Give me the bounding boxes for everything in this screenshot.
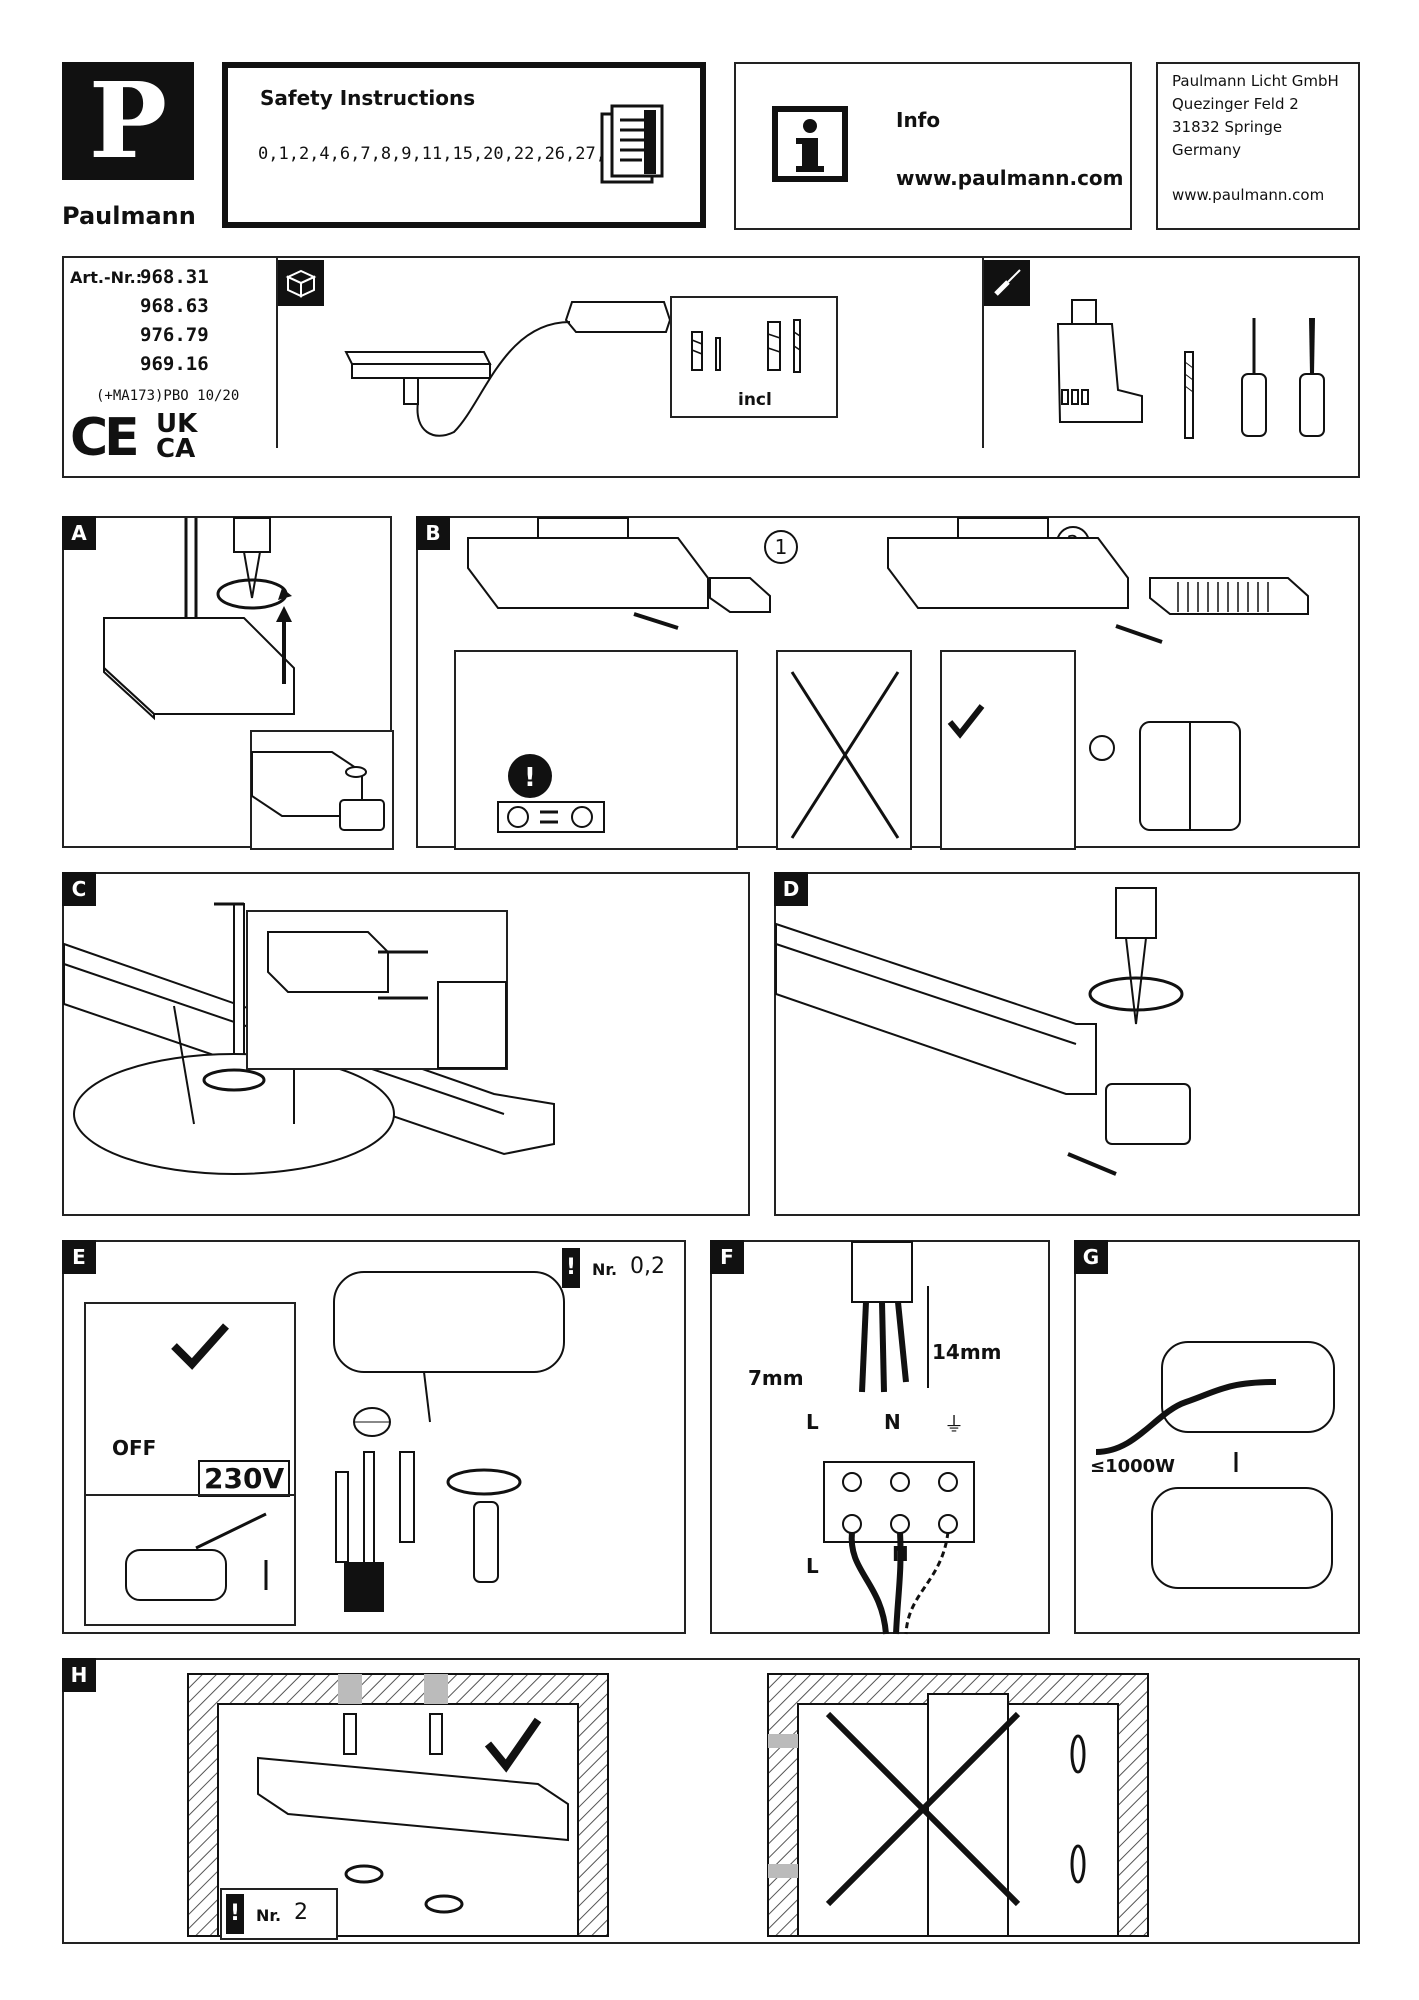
svg-text:!: ! [524,763,536,793]
step-e-note-label: Nr. [592,1260,618,1279]
step-e-power-off-box: OFF 230V [84,1302,296,1626]
step-a-detail [250,730,394,850]
step-b-marker-1: 1 [764,530,798,564]
dowel-screw-icon [691,319,801,373]
terminal-n-label: N [892,1542,909,1566]
step-b-illustration-1 [467,517,771,630]
brand-logo: P Paulmann [62,59,196,238]
address-line2: Quezinger Feld 2 [1172,95,1299,113]
step-a-label: A [62,516,96,550]
ce-mark: CE [70,408,140,468]
step-b-label: B [416,516,450,550]
logo-letter: P [88,59,168,182]
step-e-note-value: 0,2 [630,1254,665,1279]
step-e-note: ! Nr. 0,2 [558,1242,688,1294]
included-label: incl [738,390,772,410]
voltage-label: 230V [198,1460,291,1497]
screwdriver-icon [994,269,1021,296]
step-d-panel: D [774,872,1360,1216]
wire-n-label: N [884,1410,901,1434]
phillips-screwdriver-icon [1241,318,1267,437]
step-c-detail [246,910,508,1070]
step-f-cable-illustration [823,1241,975,1635]
step-b-panel: B 1 2 ! [416,516,1360,850]
info-url[interactable]: www.paulmann.com [896,166,1124,190]
step-b-illustration-2 [887,517,1309,644]
warning-icon: ! [226,1894,244,1934]
step-c-label: C [62,872,96,906]
step-h-note: ! Nr. 2 [220,1888,338,1940]
art-number-2: 968.63 [140,295,209,317]
step-a-panel: A [62,516,394,850]
end-cap-detail [251,751,385,831]
step-h-wrong-mounting [767,1673,1149,1937]
safety-instructions-box: Safety Instructions 0,1,2,4,6,7,8,9,11,1… [222,62,706,228]
address-url[interactable]: www.paulmann.com [1172,186,1325,204]
step-e-mounting-illustration [333,1271,565,1612]
flat-screwdriver-icon [1299,318,1325,437]
checkmark-icon [947,704,985,739]
canopy-open-illustration [125,1512,268,1601]
earth-symbol: ⏚ [944,1412,964,1436]
drill-icon [1056,299,1143,423]
step-g-label: G [1074,1240,1108,1274]
package-icon [285,269,317,298]
feed-in-illustration [344,301,672,437]
earth-connector-detail [1089,721,1241,831]
step-f-label: F [710,1240,744,1274]
ukca-mark: UK CA [156,409,198,464]
wrong-cross-icon [790,671,900,839]
address-line3: 31832 Springe [1172,118,1283,136]
terminal-l-label: L [806,1554,819,1578]
drill-bit-icon [1184,351,1194,439]
step-g-illustration [1095,1341,1335,1589]
product-code: (+MA173)PBO 10/20 [96,388,240,404]
step-e-panel: E ! Nr. 0,2 OFF 230V [62,1240,686,1634]
info-box: Info www.paulmann.com [734,62,1132,230]
package-icon-tile [278,260,324,306]
info-title: Info [896,108,941,132]
step-h-panel: H ! Nr. 2 [62,1658,1360,1944]
art-label: Art.-Nr.: [70,268,143,287]
step-h-note-value: 2 [294,1900,308,1925]
address-line1: Paulmann Licht GmbH [1172,72,1339,90]
step-b-detail-correct [940,650,1076,850]
step-b-detail-wrong [776,650,912,850]
connector-slide-detail [267,931,507,1069]
brand-name: Paulmann [62,202,196,230]
tools-icon-tile [984,260,1030,306]
strip-length-long: 14mm [932,1340,1002,1364]
step-d-label: D [774,872,808,906]
safety-numbers: 0,1,2,4,6,7,8,9,11,15,20,22,26,27, [258,144,606,164]
step-d-illustration [775,887,1191,1176]
step-h-note-label: Nr. [256,1906,282,1925]
safety-title: Safety Instructions [260,86,476,110]
art-number-4: 969.16 [140,353,209,375]
document-icon [600,104,664,184]
product-info-panel: Art.-Nr.: 968.31 968.63 976.79 969.16 (+… [62,256,1360,478]
warning-icon: ! [562,1248,580,1288]
off-label: OFF [112,1436,157,1460]
step-g-panel: G ≤1000W [1074,1240,1360,1634]
step-b-detail-1: ! [454,650,738,850]
art-number-3: 976.79 [140,324,209,346]
wire-l-label: L [806,1410,819,1434]
step-c-panel: C [62,872,750,1216]
max-wattage: ≤1000W [1090,1456,1176,1477]
art-number-1: 968.31 [140,266,209,288]
address-line4: Germany [1172,141,1241,159]
info-icon [772,106,848,182]
strip-length-short: 7mm [748,1366,804,1390]
step-f-panel: F 7mm 14mm L N ⏚ L N [710,1240,1050,1635]
step-h-correct-mounting [187,1673,609,1937]
included-parts-box: incl [670,296,838,418]
earth-check-icon: ! [497,754,605,833]
step-a-illustration [103,517,295,721]
step-h-label: H [62,1658,96,1692]
checkmark-icon [171,1323,229,1370]
address-box: Paulmann Licht GmbH Quezinger Feld 2 318… [1156,62,1360,230]
step-e-label: E [62,1240,96,1274]
